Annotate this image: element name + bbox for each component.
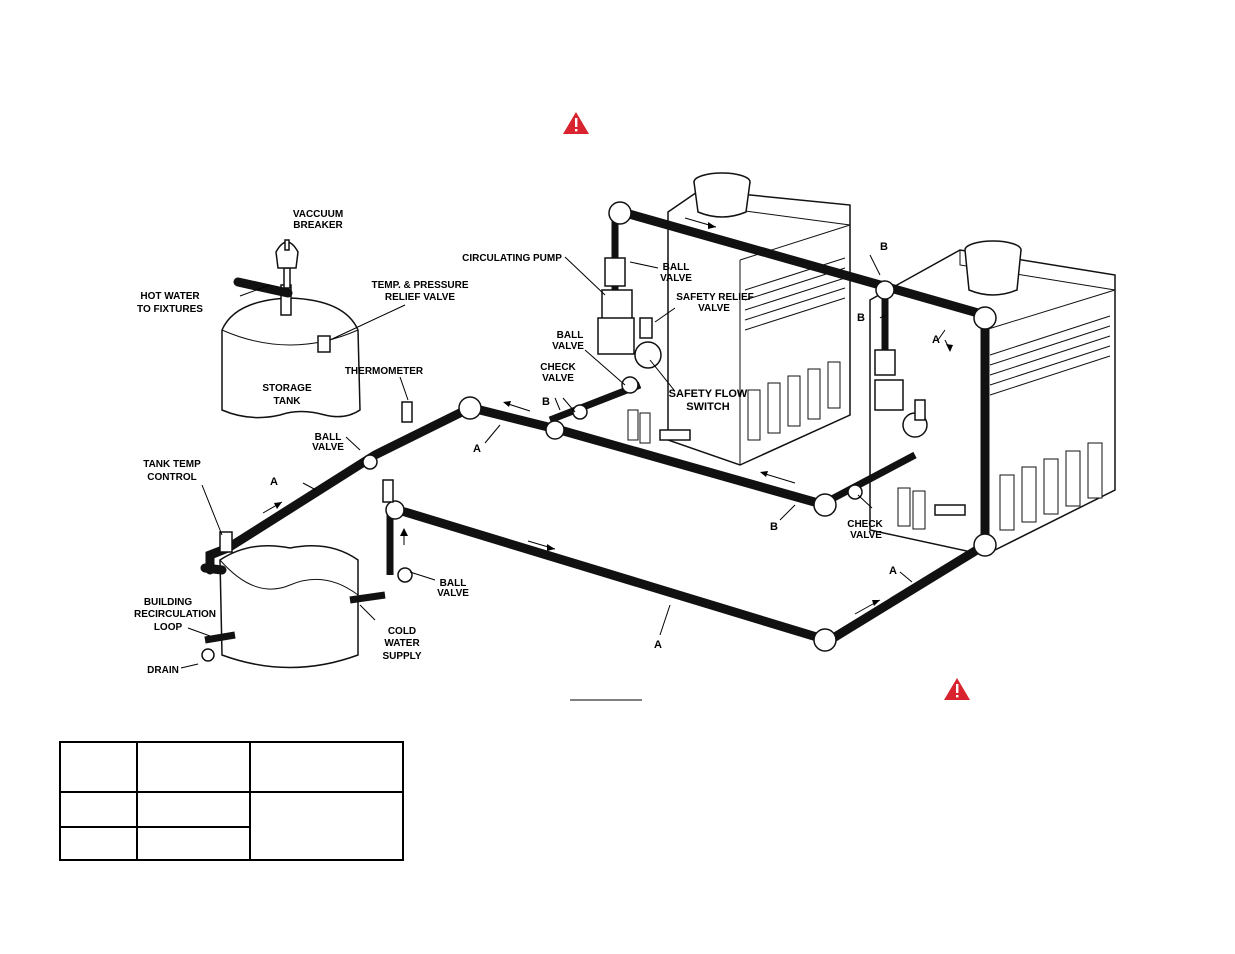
label-building-loop-3: LOOP <box>154 622 183 633</box>
boiler-front <box>869 240 1116 556</box>
label-ball-valve-top-2: VALVE <box>660 273 692 284</box>
boiler-rear <box>627 172 851 466</box>
label-ball-valve-mid-1: BALL <box>557 330 584 341</box>
boiler-front-vents <box>897 315 1111 531</box>
label-safety-flow-1: SAFETY FLOW <box>669 388 748 400</box>
label-hot-water-1: HOT WATER <box>140 291 200 302</box>
label-hot-water-2: TO FIXTURES <box>137 304 203 315</box>
label-vacuum-breaker-2: BREAKER <box>293 220 343 231</box>
label-ball-valve-top-1: BALL <box>663 262 690 273</box>
label-pipe-b: B <box>857 312 865 324</box>
label-thermometer: THERMOMETER <box>345 366 424 377</box>
leader-lines <box>180 254 946 669</box>
label-safety-relief-2: VALVE <box>698 303 730 314</box>
label-ball-valve-bottom-2: VALVE <box>437 588 469 599</box>
spec-table <box>59 741 404 861</box>
flow-arrows <box>262 217 953 615</box>
table-header-row <box>61 743 402 793</box>
labels: VACCUUM BREAKER HOT WATER TO FIXTURES TE… <box>134 209 940 676</box>
label-pipe-a: A <box>473 443 481 455</box>
label-pipe-a: A <box>932 334 940 346</box>
label-vacuum-breaker-1: VACCUUM <box>293 209 343 220</box>
warning-triangle-icon <box>944 678 970 700</box>
label-pipe-a: A <box>654 639 662 651</box>
label-safety-flow-2: SWITCH <box>686 401 729 413</box>
label-pipe-b: B <box>542 396 550 408</box>
label-ball-valve-left-2: VALVE <box>312 442 344 453</box>
label-check-valve-right-2: VALVE <box>850 530 882 541</box>
fittings <box>201 201 997 662</box>
label-check-valve-right-1: CHECK <box>847 519 883 530</box>
warning-triangle-icon <box>563 112 589 134</box>
label-pipe-a: A <box>889 565 897 577</box>
label-drain: DRAIN <box>147 665 179 676</box>
table-row-divider <box>61 826 251 828</box>
label-cold-water-3: SUPPLY <box>382 651 421 662</box>
label-ball-valve-bottom-1: BALL <box>440 578 467 589</box>
boiler-rear-vents <box>627 257 846 444</box>
label-cold-water-2: WATER <box>384 638 420 649</box>
label-pipe-a: A <box>270 476 278 488</box>
label-building-loop-1: BUILDING <box>144 597 193 608</box>
label-circulating-pump: CIRCULATING PUMP <box>462 253 562 264</box>
label-check-valve-left-1: CHECK <box>540 362 576 373</box>
label-ball-valve-mid-2: VALVE <box>552 341 584 352</box>
label-ball-valve-left-1: BALL <box>315 432 342 443</box>
table-col-divider-1 <box>136 743 138 859</box>
table-col-divider-2 <box>249 743 251 859</box>
label-storage-tank-1: STORAGE <box>262 383 312 394</box>
label-pipe-b: B <box>880 241 888 253</box>
label-cold-water-1: COLD <box>388 626 416 637</box>
label-temp-pressure-1: TEMP. & PRESSURE <box>371 280 468 291</box>
label-tank-temp-2: CONTROL <box>147 472 196 483</box>
label-check-valve-left-2: VALVE <box>542 373 574 384</box>
label-temp-pressure-2: RELIEF VALVE <box>385 292 456 303</box>
label-storage-tank-2: TANK <box>273 396 301 407</box>
label-pipe-b: B <box>770 521 778 533</box>
lower-tank <box>219 545 359 669</box>
label-building-loop-2: RECIRCULATION <box>134 609 216 620</box>
storage-tank <box>221 239 361 419</box>
label-safety-relief-1: SAFETY RELIEF <box>676 292 754 303</box>
label-tank-temp-1: TANK TEMP <box>143 459 201 470</box>
